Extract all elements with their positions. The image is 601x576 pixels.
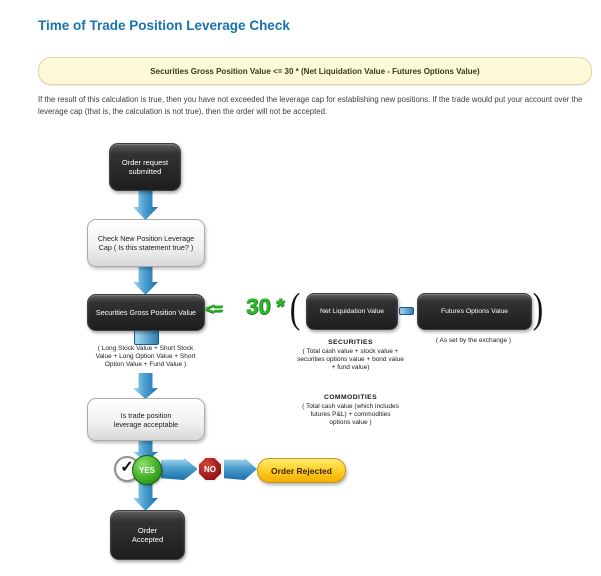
node-securities-gross-position-value: Securities Gross Position Value bbox=[87, 294, 205, 331]
node-order-accepted: Order Accepted bbox=[110, 510, 185, 560]
less-equal-operator: <= bbox=[205, 301, 223, 318]
minus-icon bbox=[399, 307, 414, 315]
arrow-right-no-to-rejected bbox=[224, 458, 257, 480]
close-paren: ) bbox=[532, 286, 544, 332]
arrow-down-sgpv-to-decision bbox=[133, 373, 158, 399]
yes-label: YES bbox=[138, 465, 155, 475]
securities-note: ( Total cash value + stock value + secur… bbox=[297, 347, 404, 371]
multiplier-30: 30 bbox=[246, 294, 271, 319]
no-badge: NO bbox=[197, 456, 223, 482]
node-order-rejected: Order Rejected bbox=[257, 458, 346, 483]
node-order-request-submitted: Order request submitted bbox=[109, 143, 181, 191]
description-text: If the result of this calculation is tru… bbox=[38, 95, 583, 117]
open-paren: ( bbox=[289, 286, 301, 332]
formula-banner-text: Securities Gross Position Value <= 30 * … bbox=[150, 66, 480, 76]
page-title: Time of Trade Position Leverage Check bbox=[38, 18, 290, 33]
commodities-note: ( Total cash value (which includes futur… bbox=[302, 402, 399, 426]
node-check-leverage-cap: Check New Position Leverage Cap ( Is thi… bbox=[87, 219, 205, 267]
formula-banner: Securities Gross Position Value <= 30 * … bbox=[38, 57, 592, 85]
yes-badge: YES bbox=[132, 455, 162, 485]
node-net-liquidation-value: Net Liquidation Value bbox=[306, 293, 398, 330]
fov-note: ( As set by the exchange ) bbox=[435, 337, 512, 344]
arrow-down-check-to-sgpv bbox=[133, 264, 158, 295]
arrow-down-start-to-check bbox=[133, 189, 158, 220]
commodities-title: COMMODITIES bbox=[323, 394, 378, 402]
sgpv-note: ( Long Stock Value + Short Stock Value +… bbox=[95, 345, 196, 369]
asterisk-operator: * bbox=[276, 294, 285, 319]
node-decision-leverage-acceptable: Is trade position leverage acceptable bbox=[87, 398, 205, 441]
no-octagon: NO bbox=[199, 458, 221, 480]
node-futures-options-value: Futures Options Value bbox=[417, 293, 532, 330]
connector-stub bbox=[134, 329, 159, 345]
arrow-right-yes-to-no bbox=[161, 458, 198, 480]
securities-title: SECURITIES bbox=[328, 339, 373, 347]
order-rejected-label: Order Rejected bbox=[271, 465, 332, 476]
nlv-note: SECURITIES ( Total cash value + stock va… bbox=[283, 331, 418, 435]
no-label: NO bbox=[204, 464, 216, 474]
check-icon: ✓ bbox=[120, 458, 134, 476]
